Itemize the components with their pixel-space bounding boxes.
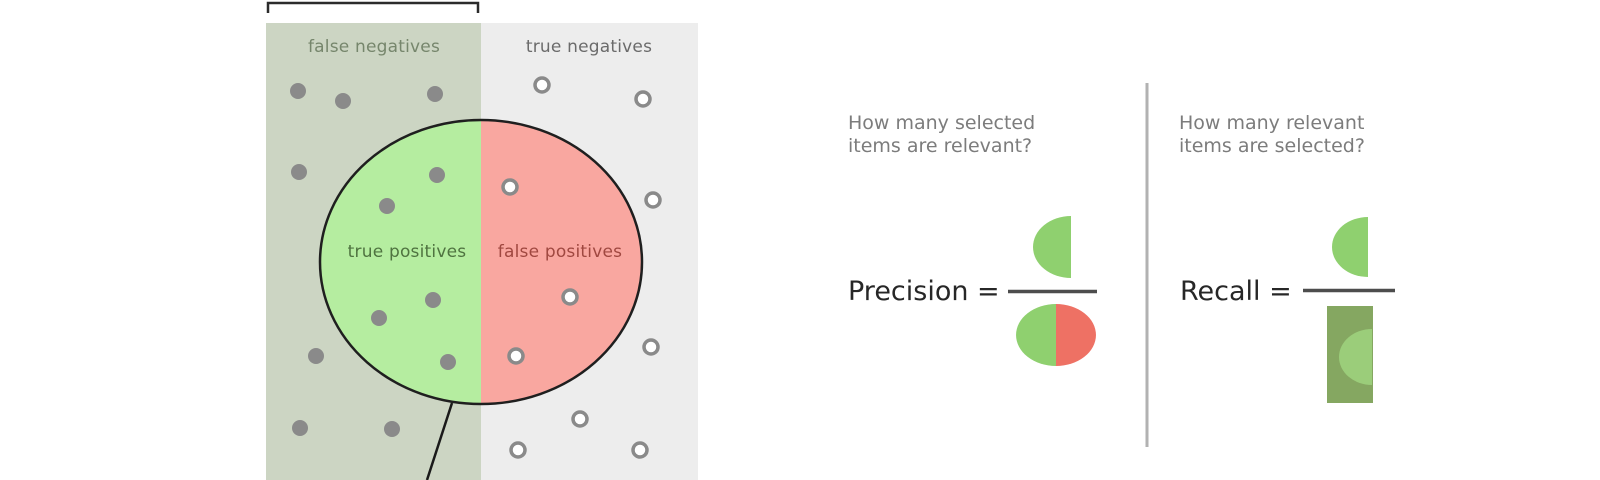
precision-denominator-right-half (1056, 304, 1096, 366)
true-positives-half (320, 120, 481, 404)
relevant-item-dot (308, 348, 324, 364)
precision-label: Precision = (848, 276, 1000, 307)
relevant-item-dot (371, 310, 387, 326)
relevant-item-dot (425, 292, 441, 308)
precision-numerator-half-circle (1033, 216, 1071, 278)
relevant-item-dot (335, 93, 351, 109)
recall-label: Recall = (1180, 276, 1292, 307)
irrelevant-item-dot (634, 90, 652, 108)
relevant-dots-group (290, 83, 456, 437)
relevant-item-dot (290, 83, 306, 99)
irrelevant-item-dot (507, 347, 525, 365)
true-negatives-label: true negatives (526, 37, 652, 57)
false-positives-half (481, 120, 642, 404)
irrelevant-item-dot (644, 191, 662, 209)
recall-denominator-half-circle (1339, 329, 1372, 385)
precision-question-line2: items are relevant? (848, 135, 1033, 157)
relevant-item-dot (379, 198, 395, 214)
irrelevant-item-dot (571, 410, 589, 428)
irrelevant-item-dot (631, 441, 649, 459)
precision-question-line1: How many selected (848, 112, 1036, 134)
true-positives-label: true positives (348, 242, 467, 262)
irrelevant-dots-group (501, 76, 662, 459)
relevant-item-dot (384, 421, 400, 437)
irrelevant-item-dot (561, 288, 579, 306)
precision-question: How many selected items are relevant? (848, 112, 1035, 158)
irrelevant-item-dot (533, 76, 551, 94)
relevant-item-dot (427, 86, 443, 102)
relevant-item-dot (292, 420, 308, 436)
recall-question: How many relevant items are selected? (1179, 112, 1365, 158)
relevant-item-dot (429, 167, 445, 183)
false-positives-label: false positives (498, 242, 622, 262)
false-negatives-label: false negatives (308, 37, 440, 57)
irrelevant-item-dot (509, 441, 527, 459)
relevant-item-dot (440, 354, 456, 370)
selected-elements-circle-outline (318, 118, 644, 406)
relevant-item-dot (291, 164, 307, 180)
irrelevant-item-dot (642, 338, 660, 356)
precision-denominator-left-half (1016, 304, 1056, 366)
irrelevant-item-dot (501, 178, 519, 196)
recall-numerator-half-circle (1332, 217, 1368, 277)
relevant-elements-bracket (266, 1, 480, 13)
recall-question-line2: items are selected? (1179, 135, 1365, 157)
recall-question-line1: How many relevant (1179, 112, 1365, 134)
magnifier-handle (425, 402, 454, 480)
